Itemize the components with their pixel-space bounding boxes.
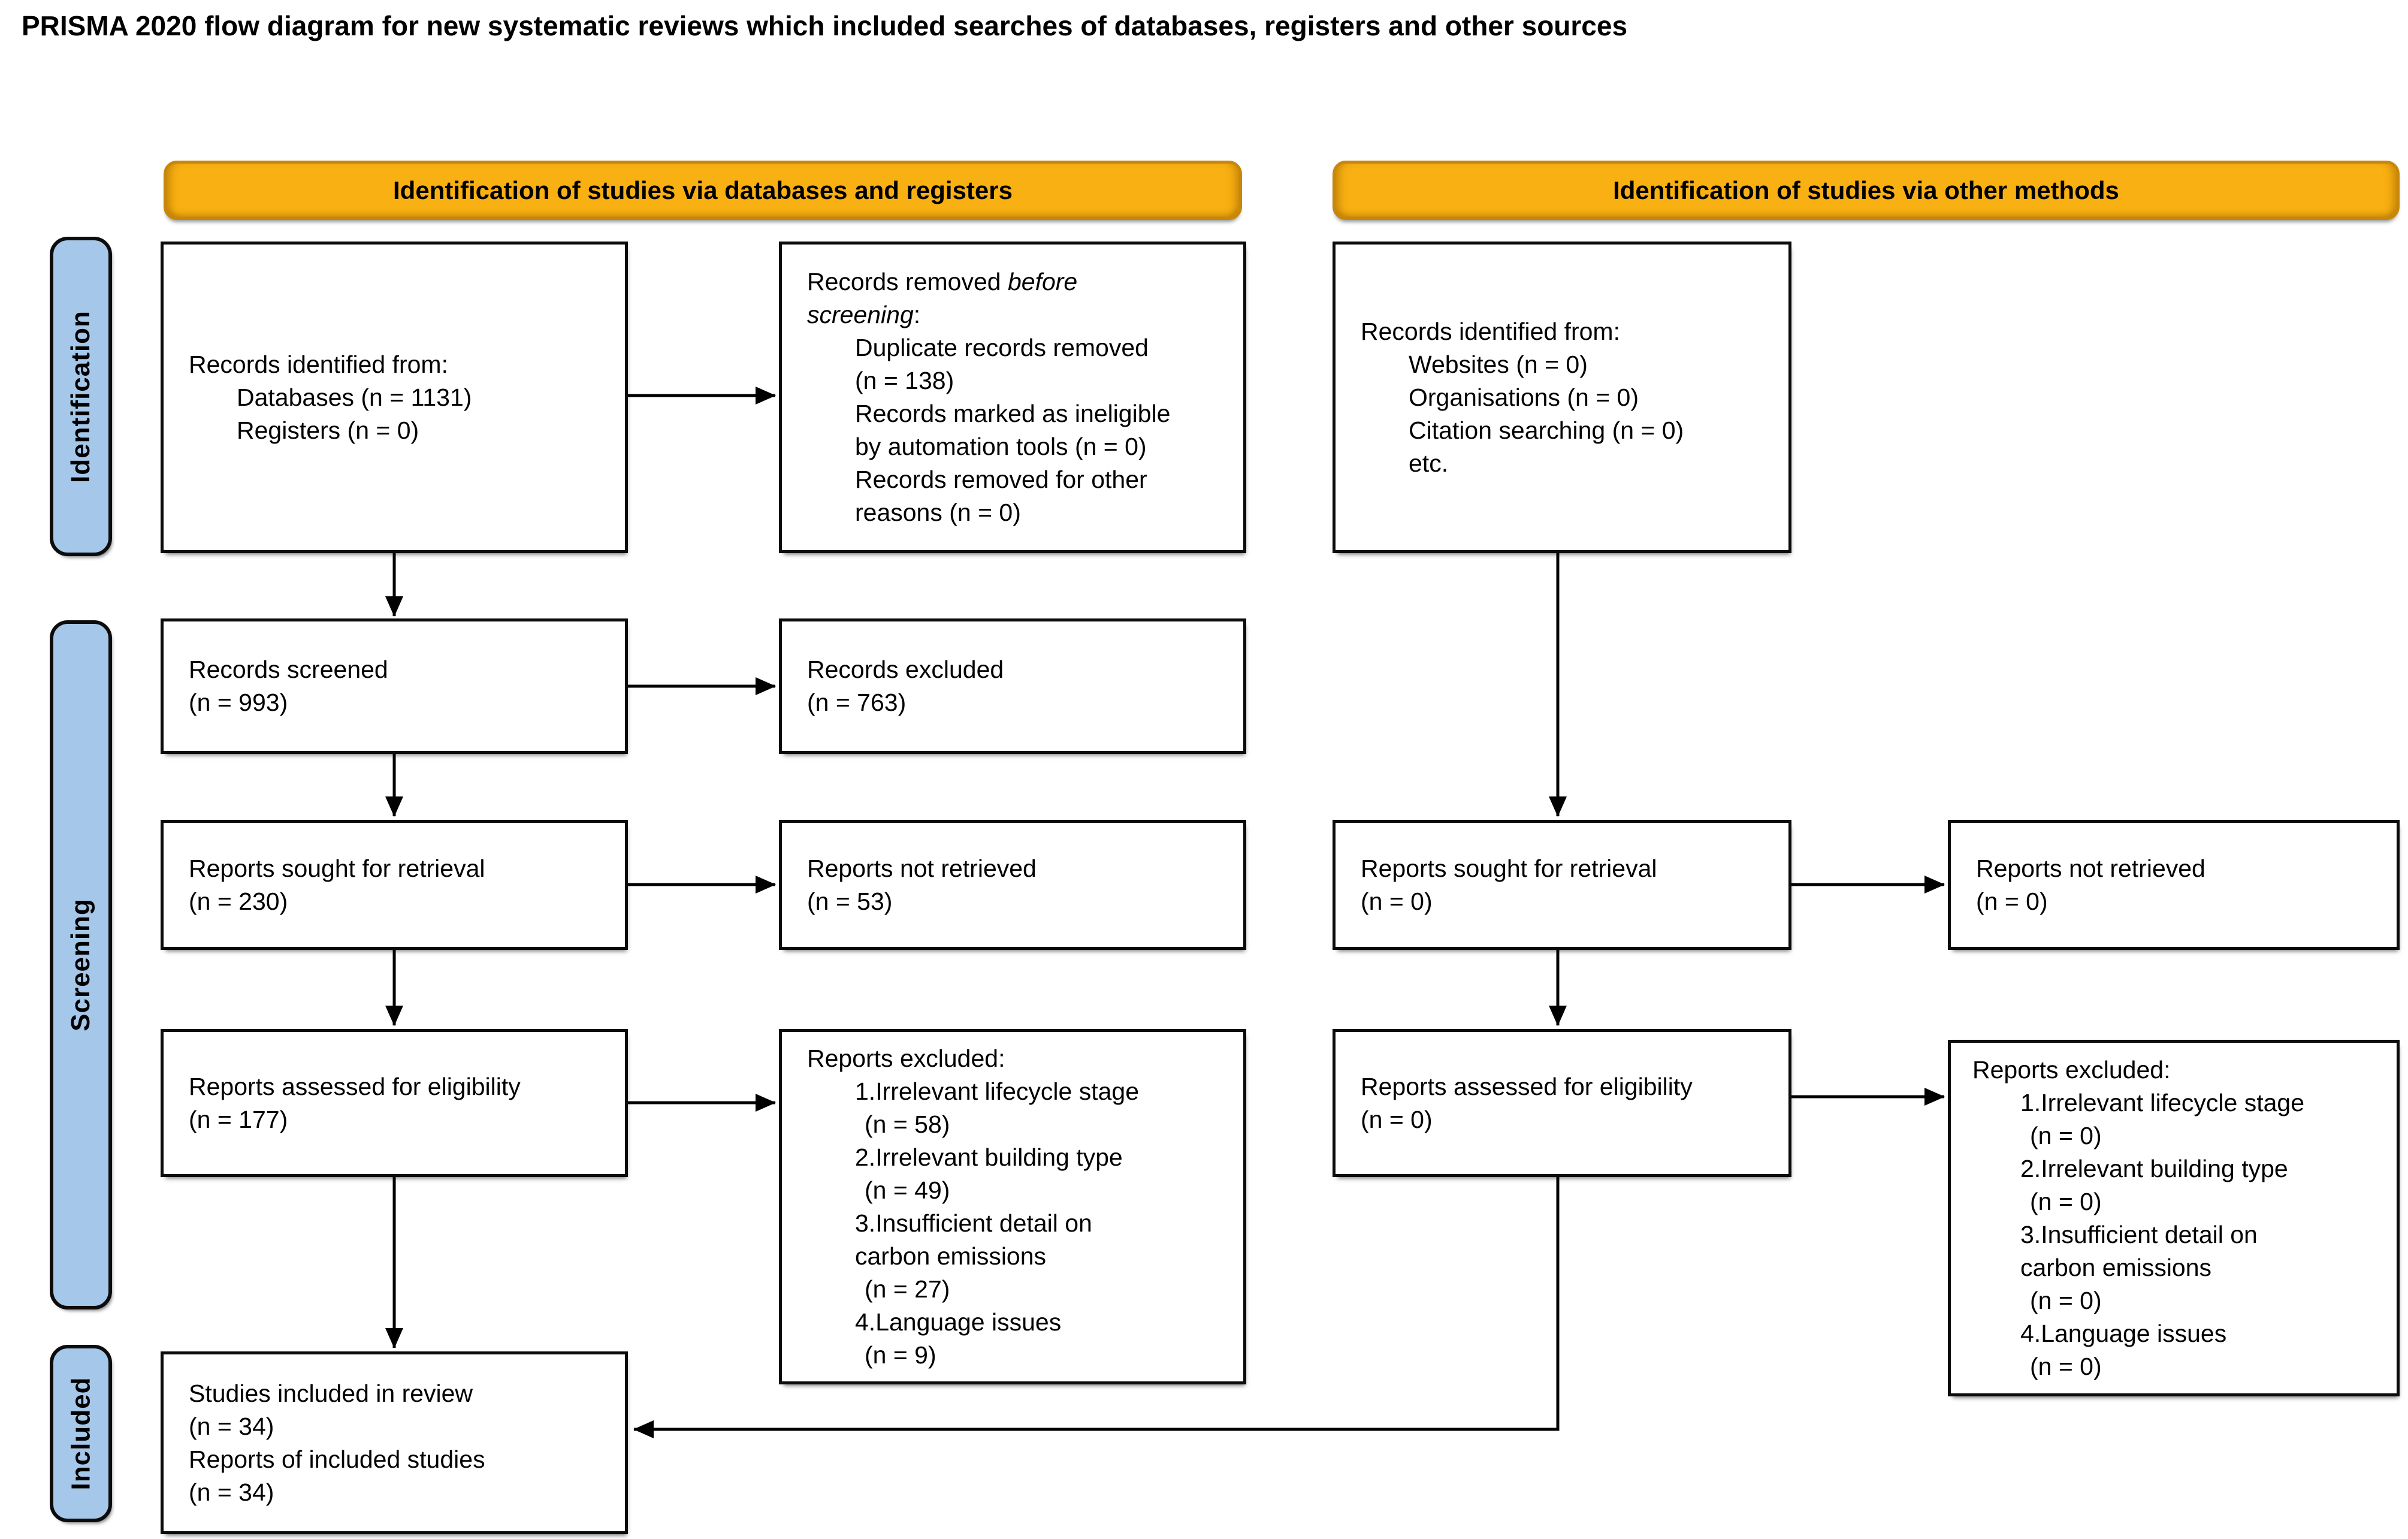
box-line: by automation tools (n = 0) [855,433,1147,460]
box-line: Records removed for other [855,466,1147,493]
sidebar-identification: Identification [50,237,112,556]
box-line: Records excluded [807,656,1004,683]
box-line: Records identified from: [189,350,448,378]
text-segment: Records removed [807,268,1008,295]
box-line: (n = 230) [189,887,288,915]
box-line: (n = 0) [2030,1352,2102,1380]
box-line: (n = 0) [1361,887,1433,915]
banner-databases-registers-label: Identification of studies via databases … [393,176,1013,204]
text-segment: : [913,301,921,328]
box-line: Records marked as ineligible [855,400,1171,427]
box-line: 1.Irrelevant lifecycle stage [2020,1088,2305,1116]
sidebar-identification-label: Identification [66,310,95,483]
box-line: (n = 0) [2030,1187,2102,1215]
box-line: Reports assessed for eligibility [1361,1072,1693,1100]
box-line: 3.Insufficient detail on [2020,1220,2258,1248]
box-studies-included: Studies included in review (n = 34) Repo… [161,1351,628,1534]
sidebar-screening-label: Screening [66,898,95,1031]
box-line: carbon emissions [2020,1253,2212,1281]
page-title: PRISMA 2020 flow diagram for new systema… [22,10,1628,41]
box-line: (n = 993) [189,689,288,716]
banner-databases-registers: Identification of studies via databases … [164,161,1242,220]
box-line: Registers (n = 0) [237,416,419,444]
box-records-identified-other: Records identified from: Websites (n = 0… [1333,242,1791,553]
box-line: (n = 177) [189,1105,288,1133]
box-line: Websites (n = 0) [1409,350,1588,378]
box-line: etc. [1409,449,1449,477]
box-line: (n = 27) [865,1275,950,1303]
box-line: reasons (n = 0) [855,499,1021,526]
box-records-screened: Records screened (n = 993) [161,618,628,754]
box-line: 4.Language issues [2020,1319,2227,1347]
box-line: Organisations (n = 0) [1409,383,1639,411]
box-reports-sought-other: Reports sought for retrieval (n = 0) [1333,820,1791,950]
box-line: Reports not retrieved [807,854,1037,882]
box-line: Duplicate records removed [855,334,1149,361]
banner-other-methods-label: Identification of studies via other meth… [1613,176,2119,204]
box-line: Reports excluded: [807,1044,1005,1072]
box-records-identified-db: Records identified from: Databases (n = … [161,242,628,553]
box-line: Reports assessed for eligibility [189,1072,521,1100]
box-line: 1.Irrelevant lifecycle stage [855,1077,1140,1105]
box-records-excluded: Records excluded (n = 763) [779,618,1246,754]
box-line: (n = 0) [1361,1105,1433,1133]
box-line: (n = 9) [865,1341,936,1369]
box-line: Records identified from: [1361,317,1620,345]
box-line: 2.Irrelevant building type [855,1143,1123,1171]
box-line: (n = 58) [865,1110,950,1138]
box-line: carbon emissions [855,1242,1047,1270]
sidebar-screening: Screening [50,620,112,1309]
box-line: Records screened [189,656,388,683]
box-line: Citation searching (n = 0) [1409,416,1684,444]
box-line: (n = 34) [189,1412,274,1440]
box-reports-assessed-db: Reports assessed for eligibility (n = 17… [161,1029,628,1177]
box-line: (n = 0) [2030,1286,2102,1314]
text-segment-italic: before [1007,268,1078,295]
box-line: Reports not retrieved [1976,854,2205,882]
box-line: Records removed before [807,265,1229,298]
box-line: screening: [807,298,1229,331]
box-reports-not-retrieved-other: Reports not retrieved (n = 0) [1948,820,2400,950]
box-line: Reports sought for retrieval [189,854,485,882]
box-reports-excluded-db: Reports excluded: 1.Irrelevant lifecycle… [779,1029,1246,1384]
text-segment-italic: screening [807,301,914,328]
box-line: Studies included in review [189,1379,473,1407]
box-reports-excluded-other: Reports excluded: 1.Irrelevant lifecycle… [1948,1040,2400,1396]
box-line: (n = 53) [807,887,893,915]
box-records-removed: Records removed before screening: Duplic… [779,242,1246,553]
box-line: (n = 34) [189,1478,274,1506]
box-line: 4.Language issues [855,1308,1062,1336]
box-line: (n = 138) [855,367,954,394]
box-reports-assessed-other: Reports assessed for eligibility (n = 0) [1333,1029,1791,1177]
box-reports-sought-db: Reports sought for retrieval (n = 230) [161,820,628,950]
banner-other-methods: Identification of studies via other meth… [1333,161,2400,220]
box-line: (n = 49) [865,1176,950,1204]
box-line: (n = 763) [807,689,907,716]
box-line: 2.Irrelevant building type [2020,1154,2288,1182]
box-line: (n = 0) [2030,1121,2102,1149]
box-line: 3.Insufficient detail on [855,1209,1092,1237]
box-reports-not-retrieved-db: Reports not retrieved (n = 53) [779,820,1246,950]
box-line: Databases (n = 1131) [237,383,472,411]
box-line: Reports of included studies [189,1445,485,1473]
box-line: (n = 0) [1976,887,2048,915]
sidebar-included: Included [50,1345,112,1522]
sidebar-included-label: Included [66,1377,95,1490]
box-line: Reports excluded: [1972,1055,2171,1084]
box-line: Reports sought for retrieval [1361,854,1657,882]
